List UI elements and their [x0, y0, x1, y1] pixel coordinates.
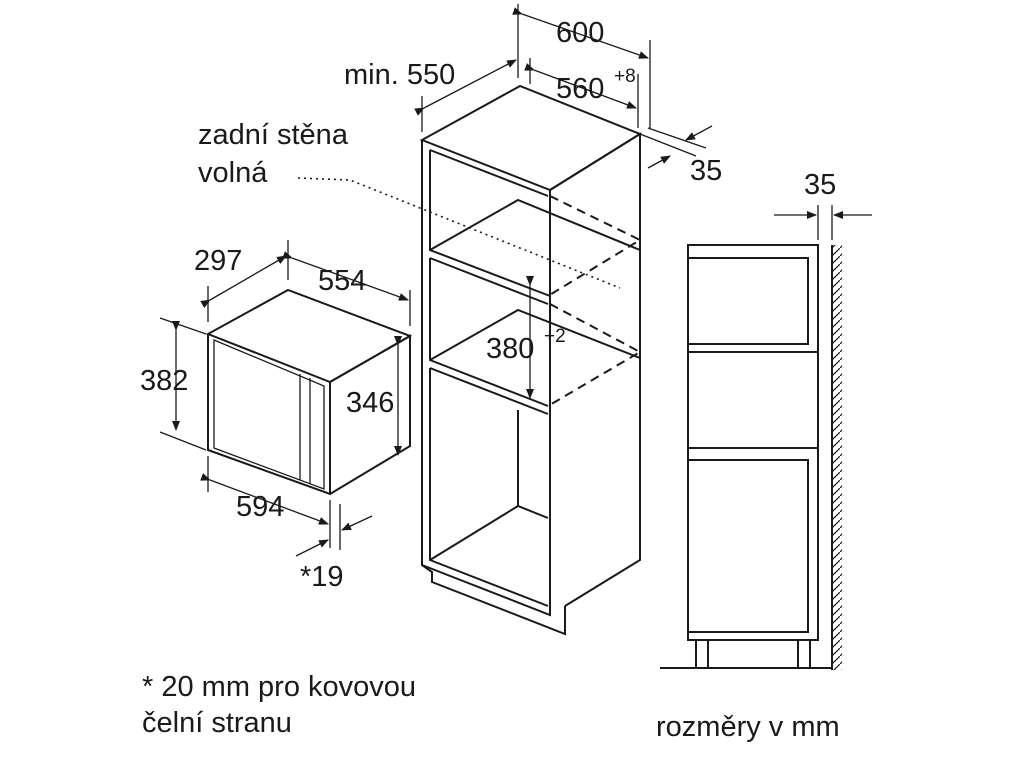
dim-19: *19 [300, 561, 344, 593]
microwave-drawing [205, 288, 413, 496]
dim-594: 594 [236, 491, 284, 523]
dim-35-top: 35 [690, 155, 722, 187]
dim-346: 346 [346, 387, 394, 419]
rear-wall-label-1: zadní stěna [198, 119, 349, 151]
dim-380-tolerance: +2 [544, 326, 566, 347]
footnote-line-1: * 20 mm pro kovovou [142, 671, 416, 703]
footnote-line-2: čelní stranu [142, 707, 292, 739]
rear-wall-label-2: volná [198, 157, 268, 189]
dim-560: 560 [556, 73, 604, 105]
side-view-drawing [660, 205, 872, 670]
dim-297: 297 [194, 245, 242, 277]
dim-560-tolerance: +8 [614, 66, 636, 87]
units-label: rozměry v mm [656, 711, 840, 743]
dim-600: 600 [556, 17, 604, 49]
cabinet-drawing [297, 84, 643, 636]
dim-554: 554 [318, 265, 366, 297]
cabinet-dimensions [414, 4, 713, 399]
dim-min-550: min. 550 [344, 59, 455, 91]
dim-380: 380 [486, 333, 534, 365]
microwave-dimensions [159, 240, 411, 557]
dim-35-side: 35 [804, 169, 836, 201]
dim-382: 382 [140, 365, 188, 397]
